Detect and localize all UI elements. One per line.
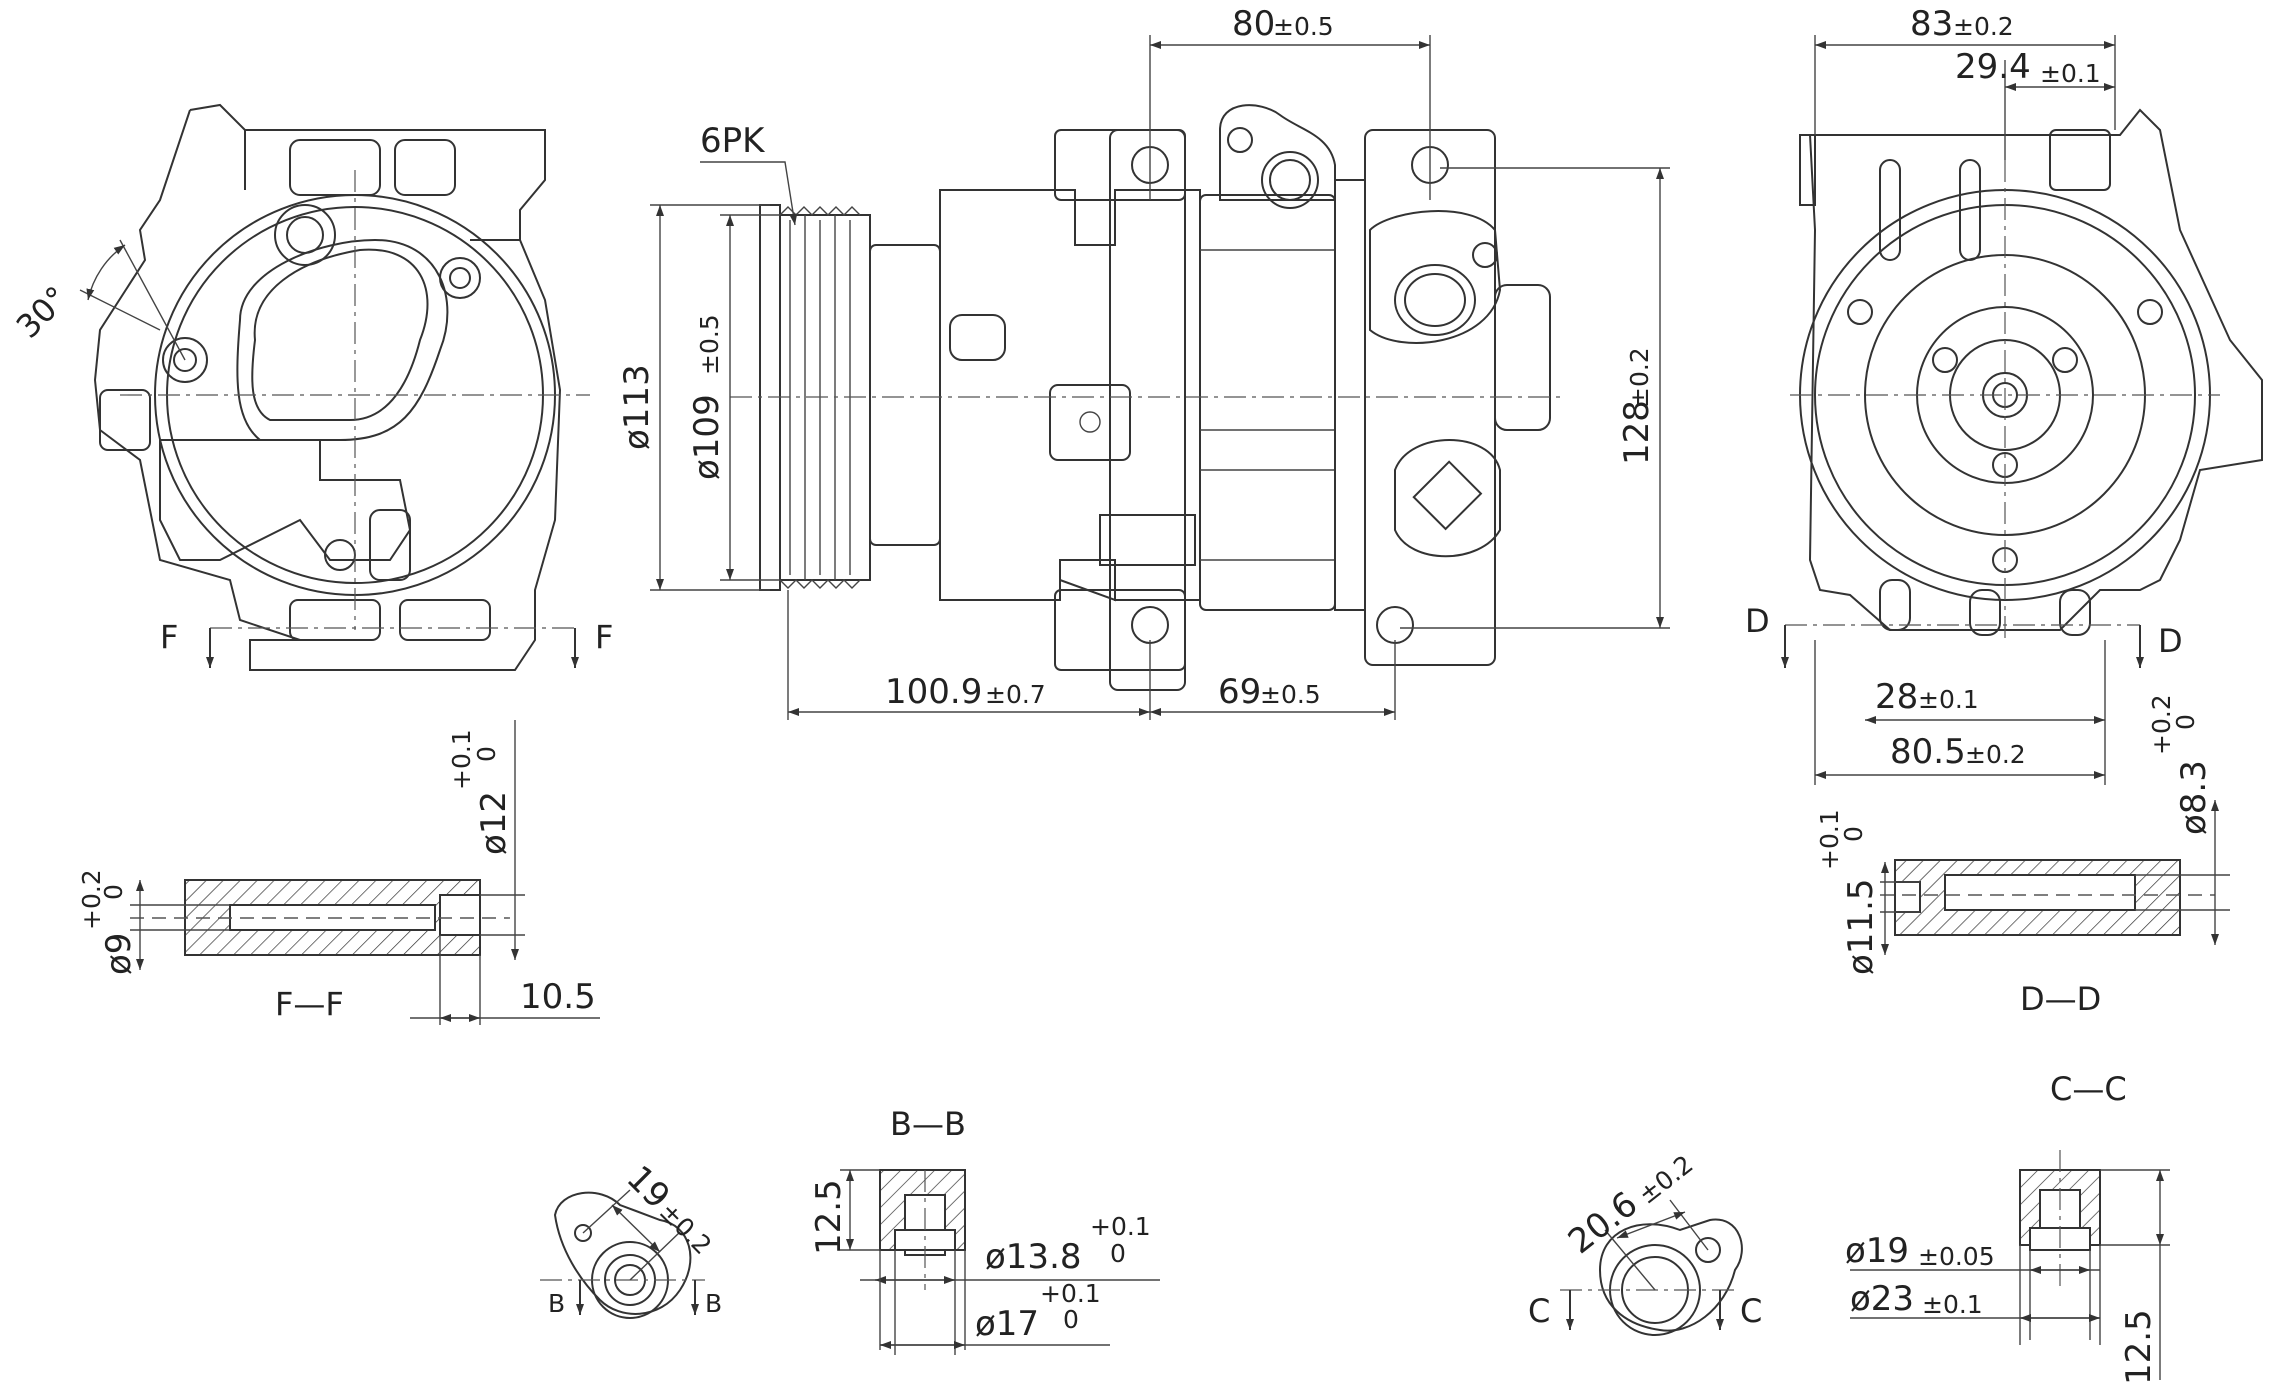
section-f-right-label: F [595,618,613,656]
dim-13-8-tol-up: +0.1 [1090,1212,1151,1241]
dim-80-5-tol: ±0.2 [1965,740,2026,769]
section-cc: C C 20.6 ±0.2 C—C ø19 ±0.05 ø23 ±0.1 12.… [1528,1070,2170,1385]
dim-17-value: ø17 [975,1304,1039,1344]
section-ff-title: F—F [275,985,344,1023]
dim-128-value: 128 [1617,400,1657,465]
dim-9-tol-up: +0.2 [77,869,106,930]
dim-80-tol: ±0.5 [1273,12,1334,41]
front-view-left: 30° F F [9,103,613,671]
dim-80-value: 80 [1232,4,1275,44]
dim-29-4-tol: ±0.1 [2040,59,2101,88]
dim-100-9-tol: ±0.7 [985,680,1046,709]
side-view-center: 6PK 80 ±0.5 ø113 ø109 ±0.5 128 ±0.2 100.… [617,4,1670,720]
dim-11-5-value: ø11.5 [1841,878,1881,975]
section-dd-title: D—D [2020,980,2101,1018]
section-d-right-label: D [2158,622,2183,660]
angle-label: 30° [9,279,76,346]
dim-9-tol-low: 0 [99,884,128,900]
dim-23-value: ø23 [1850,1279,1914,1319]
section-cc-title: C—C [2050,1070,2127,1108]
dim-29-4-value: 29.4 [1955,47,2031,87]
section-dd: ø11.5 +0.1 0 ø8.3 +0.2 0 D—D [1815,694,2230,1018]
section-ff: ø9 +0.2 0 ø12 +0.1 0 10.5 F—F [77,720,600,1025]
dim-17-tol-low: 0 [1063,1305,1079,1334]
dim-113-value: ø113 [617,364,657,450]
dim-8-3-tol-low: 0 [2171,714,2200,730]
dim-9-value: ø9 [99,933,139,975]
section-b-left-label: B [548,1289,565,1318]
section-f-left-label: F [160,618,178,656]
dim-13-8-tol-low: 0 [1110,1239,1126,1268]
dim-109-tol: ±0.5 [695,314,724,375]
dim-12-5-b-value: 12.5 [809,1179,849,1255]
dim-12-tol-up: +0.1 [447,729,476,790]
dim-8-3-tol-up: +0.2 [2147,694,2176,755]
section-bb-title: B—B [890,1105,966,1143]
dim-13-8-value: ø13.8 [985,1237,1082,1277]
dim-80-5-value: 80.5 [1890,732,1966,772]
section-bb: B B 19 ±0.2 B—B 12.5 ø13.8 +0.1 0 ø17 +0… [540,1105,1160,1355]
dim-23-tol: ±0.1 [1922,1290,1983,1319]
rear-view-right: 83 ±0.2 29.4 ±0.1 D D 28 ±0.1 80.5 ±0.2 [1745,4,2263,785]
dim-10-5-value: 10.5 [520,977,596,1017]
dim-69-value: 69 [1218,672,1261,712]
dim-128-tol: ±0.2 [1625,347,1654,408]
dim-69-tol: ±0.5 [1260,680,1321,709]
dim-28-tol: ±0.1 [1918,685,1979,714]
dim-28-value: 28 [1875,677,1918,717]
dim-83-tol: ±0.2 [1953,12,2014,41]
dim-83-value: 83 [1910,4,1953,44]
pulley-label: 6PK [700,121,766,161]
section-c-left-label: C [1528,1292,1550,1330]
section-d-left-label: D [1745,602,1770,640]
dim-19-b-tol: ±0.2 [654,1197,717,1260]
dim-8-3-value: ø8.3 [2174,760,2214,835]
dim-109-value: ø109 [687,394,727,480]
dim-12-value: ø12 [474,791,514,855]
dim-19-c-tol: ±0.05 [1918,1242,1995,1271]
section-b-right-label: B [705,1289,722,1318]
dim-11-5-tol-low: 0 [1839,826,1868,842]
dim-100-9-value: 100.9 [885,672,982,712]
dim-19-c-value: ø19 [1845,1231,1909,1271]
dim-11-5-tol-up: +0.1 [1815,809,1844,870]
dim-12-tol-low: 0 [472,746,501,762]
dim-20-6-tol: ±0.2 [1633,1149,1699,1209]
dim-17-tol-up: +0.1 [1040,1279,1101,1308]
section-c-right-label: C [1740,1292,1762,1330]
dim-12-5-c-value: 12.5 [2119,1309,2159,1385]
